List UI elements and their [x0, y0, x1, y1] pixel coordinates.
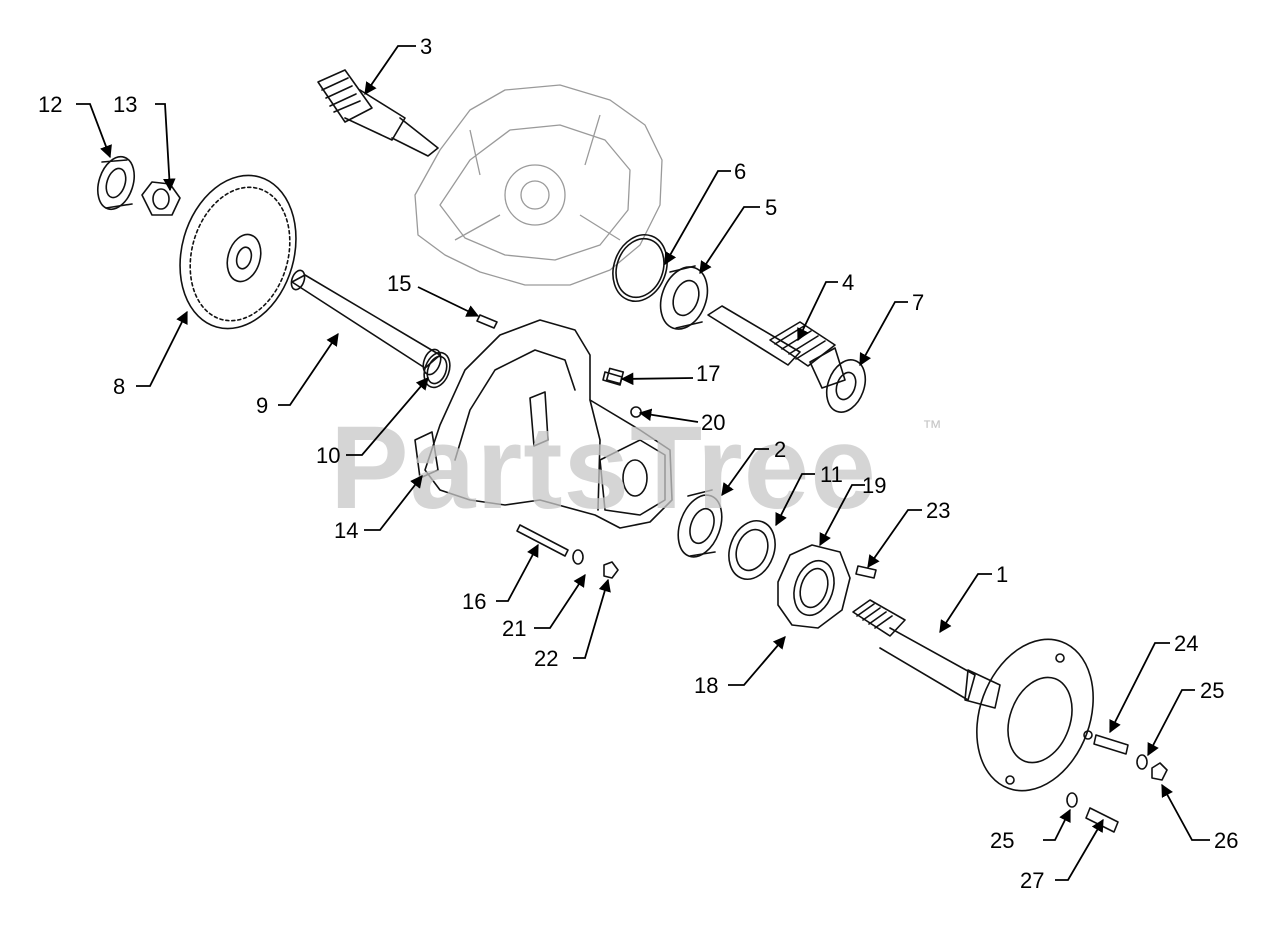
watermark: PartsTree ™ [330, 402, 942, 534]
callout-1: 1 [996, 562, 1008, 587]
callout-24: 24 [1174, 631, 1198, 656]
part-5-bearing [659, 265, 709, 330]
watermark-text: PartsTree [330, 402, 877, 534]
part-24-stud [1093, 734, 1129, 755]
part-3-shaft [317, 69, 439, 157]
callout-8: 8 [113, 374, 125, 399]
part-4-shaft [707, 305, 846, 389]
callout-16: 16 [462, 589, 486, 614]
part-1-axle [852, 599, 1094, 792]
part-2-bearing [677, 489, 723, 558]
callout-19: 19 [862, 473, 886, 498]
callout-25-upper: 25 [1200, 678, 1224, 703]
callout-9: 9 [256, 393, 268, 418]
part-17-bolt [602, 367, 625, 386]
callout-22: 22 [534, 646, 558, 671]
part-26-nut [1151, 762, 1168, 781]
part-7-bearing [825, 359, 867, 413]
callout-3: 3 [420, 34, 432, 59]
part-21-washer [572, 549, 584, 565]
callout-17: 17 [696, 361, 720, 386]
part-8-gear [179, 174, 297, 330]
part-15-pin [476, 314, 498, 329]
part-14-housing [414, 319, 673, 529]
callout-26: 26 [1214, 828, 1238, 853]
part-25-washer-lower [1066, 792, 1078, 808]
part-27-bolt [1085, 807, 1119, 833]
callout-27: 27 [1020, 868, 1044, 893]
part-12-bearing [97, 155, 135, 211]
watermark-tm: ™ [922, 417, 942, 439]
callout-2: 2 [774, 437, 786, 462]
callout-6: 6 [734, 159, 746, 184]
callout-10: 10 [316, 443, 340, 468]
part-6-snap-ring [612, 234, 668, 302]
leader-lines [76, 45, 1210, 881]
part-11-seal [728, 520, 776, 580]
parts-drawing [97, 69, 1168, 833]
part-9-sleeve [290, 269, 442, 376]
part-25-washer-upper [1136, 754, 1148, 770]
callout-15: 15 [387, 271, 411, 296]
callout-21: 21 [502, 616, 526, 641]
part-13-nut [141, 181, 181, 216]
callout-13: 13 [113, 92, 137, 117]
callout-23: 23 [926, 498, 950, 523]
callout-4: 4 [842, 270, 854, 295]
part-19-retainer [777, 544, 851, 629]
callout-5: 5 [765, 195, 777, 220]
callout-25-lower: 25 [990, 828, 1014, 853]
part-23-bolt [855, 565, 877, 579]
callout-20: 20 [701, 410, 725, 435]
callout-11: 11 [820, 462, 843, 487]
part-16-stud [516, 524, 569, 557]
callout-7: 7 [912, 290, 924, 315]
housing-ghost [414, 84, 663, 286]
part-10-ring [423, 351, 451, 389]
part-22-nut [603, 561, 619, 579]
callout-12: 12 [38, 92, 62, 117]
callout-18: 18 [694, 673, 718, 698]
callout-labels: 3 12 13 8 9 10 15 14 17 20 6 5 4 7 2 11 … [38, 34, 1238, 893]
callout-14: 14 [334, 518, 358, 543]
